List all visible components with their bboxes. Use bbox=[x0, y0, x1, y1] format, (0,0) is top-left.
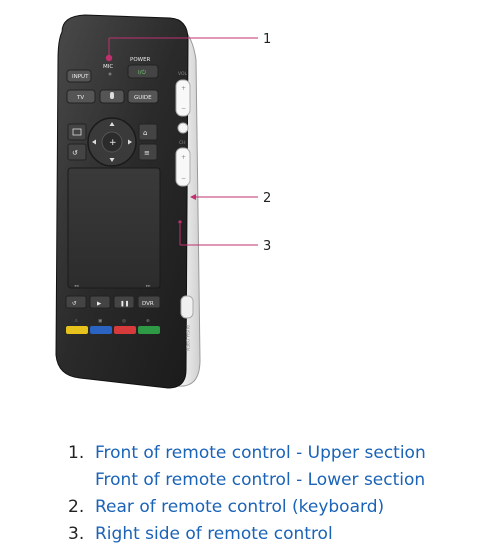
left-arrow-icon bbox=[92, 139, 96, 145]
callout-number-3: 3 bbox=[263, 239, 271, 254]
input-label: INPUT bbox=[72, 74, 89, 80]
front-lower-section-link[interactable]: Front of remote control - Lower section bbox=[95, 470, 426, 490]
input-button[interactable]: INPUT bbox=[66, 69, 92, 83]
ch-label: CH bbox=[179, 140, 186, 146]
dvr-button[interactable]: DVR bbox=[137, 295, 161, 309]
left-top-button[interactable] bbox=[67, 123, 87, 141]
ch-minus: − bbox=[181, 175, 186, 182]
microphone-icon bbox=[110, 92, 114, 99]
push-open-label: PUSH OPEN bbox=[184, 325, 190, 351]
remote-control-figure: INPUT MIC POWER I/⏻ TV GUIDE ↺ ⌂ ≡ bbox=[55, 14, 271, 389]
callout-arrow-icon bbox=[190, 194, 196, 200]
power-symbol: I/⏻ bbox=[138, 69, 146, 76]
mic-indicator: MIC bbox=[103, 54, 113, 76]
legend-item-3: 3. Right side of remote control bbox=[68, 521, 399, 548]
network-icon: ⊕ bbox=[146, 319, 150, 324]
replay-icon: ↺ bbox=[72, 301, 77, 307]
up-arrow-icon bbox=[109, 122, 115, 126]
red-button[interactable] bbox=[114, 326, 136, 334]
remote-control-illustration: INPUT MIC POWER I/⏻ TV GUIDE ↺ ⌂ ≡ bbox=[55, 14, 271, 389]
guide-label: GUIDE bbox=[134, 95, 152, 101]
back-icon: ↺ bbox=[72, 149, 78, 157]
legend-number: 3. bbox=[68, 524, 85, 544]
vol-minus: − bbox=[181, 105, 186, 112]
rear-keyboard-link[interactable]: Rear of remote control (keyboard) bbox=[95, 497, 385, 517]
legend-item-1: 1. Front of remote control - Upper secti… bbox=[68, 440, 426, 494]
fast-forward-icon: ▸▸ bbox=[146, 284, 151, 289]
settings-icon: ◎ bbox=[122, 319, 126, 324]
guide-button[interactable]: GUIDE bbox=[127, 89, 159, 104]
tv-label: TV bbox=[76, 95, 84, 101]
parts-legend: 1. Front of remote control - Upper secti… bbox=[68, 440, 426, 548]
window-icon bbox=[72, 128, 82, 136]
menu-button[interactable]: ≡ bbox=[138, 143, 158, 161]
play-icon: ▶ bbox=[97, 301, 102, 307]
channel-rocker[interactable]: + − bbox=[175, 147, 191, 187]
callout-number-1: 1 bbox=[263, 32, 271, 47]
legend-number: 2. bbox=[68, 497, 85, 517]
enter-icon: + bbox=[109, 138, 117, 148]
color-buttons: ⚠ ▣ ◎ ⊕ bbox=[66, 318, 160, 334]
callout-3: 3 bbox=[179, 224, 271, 254]
rewind-icon: ◂◂ bbox=[74, 284, 79, 289]
d-pad[interactable]: + bbox=[87, 117, 137, 167]
pause-icon: ❚❚ bbox=[120, 300, 129, 307]
callout-number-2: 2 bbox=[263, 191, 271, 206]
push-open-button[interactable] bbox=[180, 295, 194, 319]
microphone-button[interactable] bbox=[99, 89, 125, 104]
right-arrow-icon bbox=[128, 139, 132, 145]
legend-item-2: 2. Rear of remote control (keyboard) bbox=[68, 494, 399, 521]
back-button[interactable]: ↺ bbox=[67, 143, 87, 161]
power-label: POWER bbox=[130, 57, 151, 63]
ch-plus: + bbox=[181, 154, 186, 161]
mic-label: MIC bbox=[103, 64, 113, 70]
callout-2: 2 bbox=[190, 191, 271, 206]
touchpad[interactable] bbox=[67, 167, 161, 289]
dvr-label: DVR bbox=[142, 301, 154, 307]
volume-rocker[interactable]: + − bbox=[175, 79, 191, 117]
down-arrow-icon bbox=[109, 158, 115, 162]
menu-icon: ≡ bbox=[144, 149, 150, 157]
home-icon: ⌂ bbox=[143, 129, 147, 137]
green-button[interactable] bbox=[138, 326, 160, 334]
right-side-link[interactable]: Right side of remote control bbox=[95, 524, 333, 544]
vol-label: VOL bbox=[178, 71, 188, 77]
replay-button[interactable]: ↺ bbox=[65, 295, 87, 309]
options-icon: ⚠ bbox=[74, 318, 78, 324]
blue-button[interactable] bbox=[90, 326, 112, 334]
front-upper-section-link[interactable]: Front of remote control - Upper section bbox=[95, 443, 426, 463]
vol-plus: + bbox=[181, 85, 186, 92]
pause-button[interactable]: ❚❚ bbox=[113, 295, 135, 309]
tv-button[interactable]: TV bbox=[66, 89, 96, 104]
home-button[interactable]: ⌂ bbox=[138, 123, 158, 141]
mute-button[interactable] bbox=[177, 122, 189, 134]
side-indicator bbox=[178, 220, 182, 224]
yellow-button[interactable] bbox=[66, 326, 88, 334]
legend-number: 1. bbox=[68, 443, 85, 463]
power-button[interactable]: I/⏻ bbox=[127, 64, 159, 79]
screen-icon: ▣ bbox=[98, 319, 102, 324]
play-button[interactable]: ▶ bbox=[89, 295, 111, 309]
callout-1: 1 bbox=[108, 32, 271, 55]
